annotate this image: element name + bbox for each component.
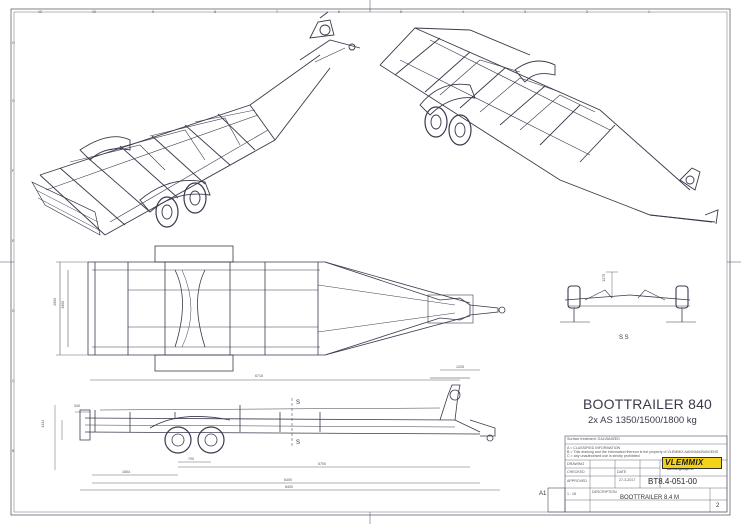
border-letter: G (12, 99, 15, 103)
dim-wheel: 1654 (122, 470, 130, 474)
border-letter: D (12, 309, 15, 313)
border-number: 8 (214, 10, 216, 14)
title-block-row: B = This drawing and the information the… (567, 450, 719, 454)
dim-plan-width-inner: 1900 (61, 300, 66, 309)
dim-length-rear: 6715 (255, 374, 263, 378)
title-block-label: CHECKED (567, 470, 585, 474)
border-number: 4 (462, 10, 464, 14)
border-number: 12 (38, 10, 42, 14)
drawing-date: 27-3-2017 (619, 478, 636, 482)
title-block-label: DRAWING (567, 462, 585, 466)
border-number: 6 (338, 10, 340, 14)
dim-end-height: 1375 (602, 273, 607, 282)
border-number: 5 (400, 10, 402, 14)
section-marker-top: S (296, 400, 301, 406)
border-letter: C (12, 379, 15, 383)
company-logo: VLEMMIX aanhangwagens (662, 457, 722, 471)
drawing-scale: 1 : 18 (567, 492, 576, 496)
title-block-row: C = any unauthorised use is strictly pro… (567, 454, 640, 458)
dim-small-offset: 340 (74, 404, 80, 408)
dim-plan-width-outer: 2500 (53, 297, 58, 306)
drawing-number: BT8.4-051-00 (648, 477, 697, 486)
dim-drawbar: 1205 (456, 365, 464, 369)
isometric-view-rear (379, 27, 719, 225)
border-number: 1 (648, 10, 650, 14)
company-name: VLEMMIX (665, 458, 704, 467)
drawing-title: BOOTTRAILER 840 (583, 396, 713, 412)
border-letter: E (12, 239, 15, 243)
border-number: 3 (524, 10, 526, 14)
drawing-subtitle: 2x AS 1350/1500/1800 kg (588, 415, 697, 426)
title-block-label: DATE (617, 470, 627, 474)
dim-length-total: 8400 (285, 485, 293, 489)
dim-length-b: 6400 (284, 478, 292, 482)
border-number: 7 (276, 10, 278, 14)
drawing-description: BOOTTRAILER 8.4 M (620, 495, 680, 501)
title-block-label: APPROVED (567, 479, 587, 483)
border-letter: F (12, 169, 15, 173)
dim-height-total: 1334 (41, 419, 46, 428)
isometric-view-front (31, 11, 361, 236)
title-block-row: A = CLASSIFIED INFORMATION (567, 446, 621, 450)
section-label: S S (619, 335, 629, 341)
border-number: 9 (152, 10, 154, 14)
dim-length-a: 5700 (318, 462, 326, 466)
border-number: 10 (92, 10, 96, 14)
company-subname: aanhangwagens (667, 466, 694, 471)
section-marker-bottom: S (296, 440, 301, 446)
border-letter: H (12, 41, 15, 45)
side-view (54, 369, 500, 491)
sheet-size: A1 (539, 491, 547, 497)
plan-view (56, 245, 506, 372)
dim-axle-spacing: 700 (188, 457, 194, 461)
border-number: 2 (586, 10, 588, 14)
sheet-number: 2 (716, 503, 720, 509)
border-letter: B (12, 449, 15, 453)
section-view-ss (560, 271, 696, 323)
title-block-label: DESCRIPTION (592, 490, 617, 494)
title-block-row: Surface treatment: GALVANIZED (567, 437, 620, 441)
